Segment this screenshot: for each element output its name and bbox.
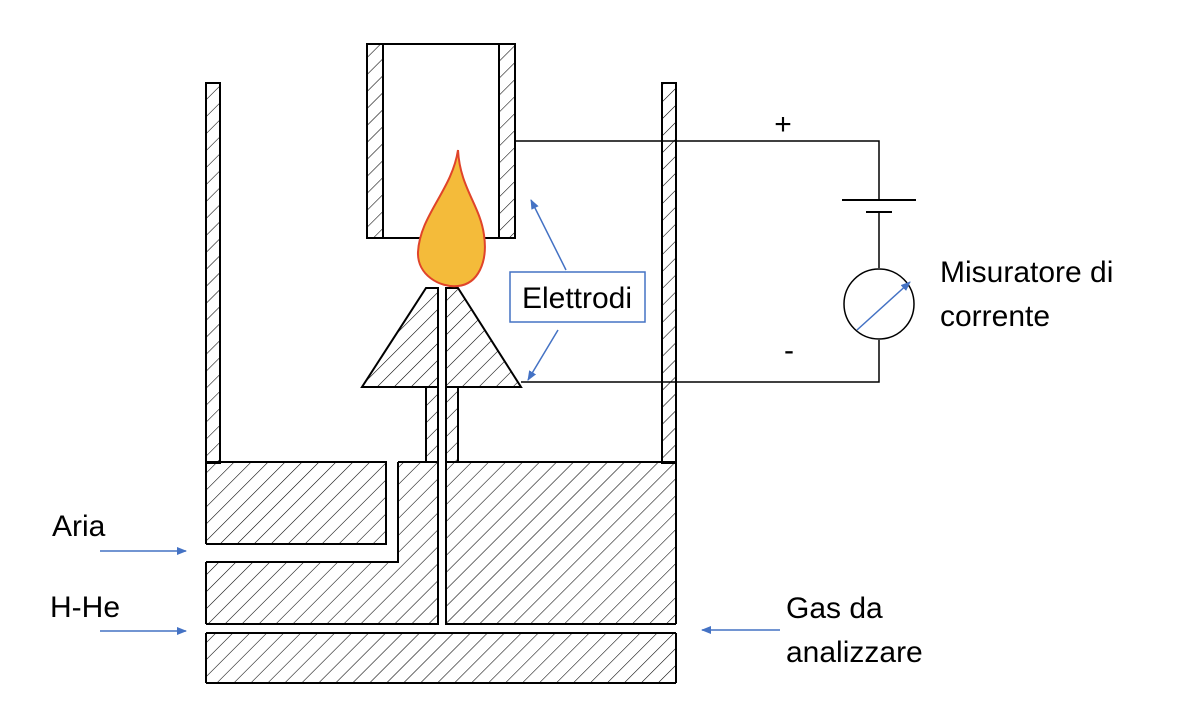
circuit-wiring [515,140,880,383]
vessel-right-wall [661,82,677,464]
burner-stem-right [445,386,459,463]
flame-icon [416,149,486,288]
electrode-arrow-bottom [527,329,559,381]
minus-sign: - [784,334,794,367]
electrode-arrow-top [530,199,567,271]
plus-sign: + [774,108,792,141]
gas-label-line2: analizzare [786,636,923,669]
hhe-label: H-He [50,591,120,624]
air-label: Aria [52,510,106,543]
base-block [205,461,677,684]
electrodes-label: Elettrodi [522,282,632,315]
burner-stem-left [425,386,439,463]
meter-label-line2: corrente [940,300,1050,333]
meter-label-line1: Misuratore di [940,256,1113,289]
cone-electrode [360,287,523,388]
ammeter-icon [843,268,915,340]
gas-label-line1: Gas da [786,592,883,625]
vessel-left-wall [205,82,221,464]
battery-icon [842,199,916,213]
electrodes-label-box [509,271,646,323]
